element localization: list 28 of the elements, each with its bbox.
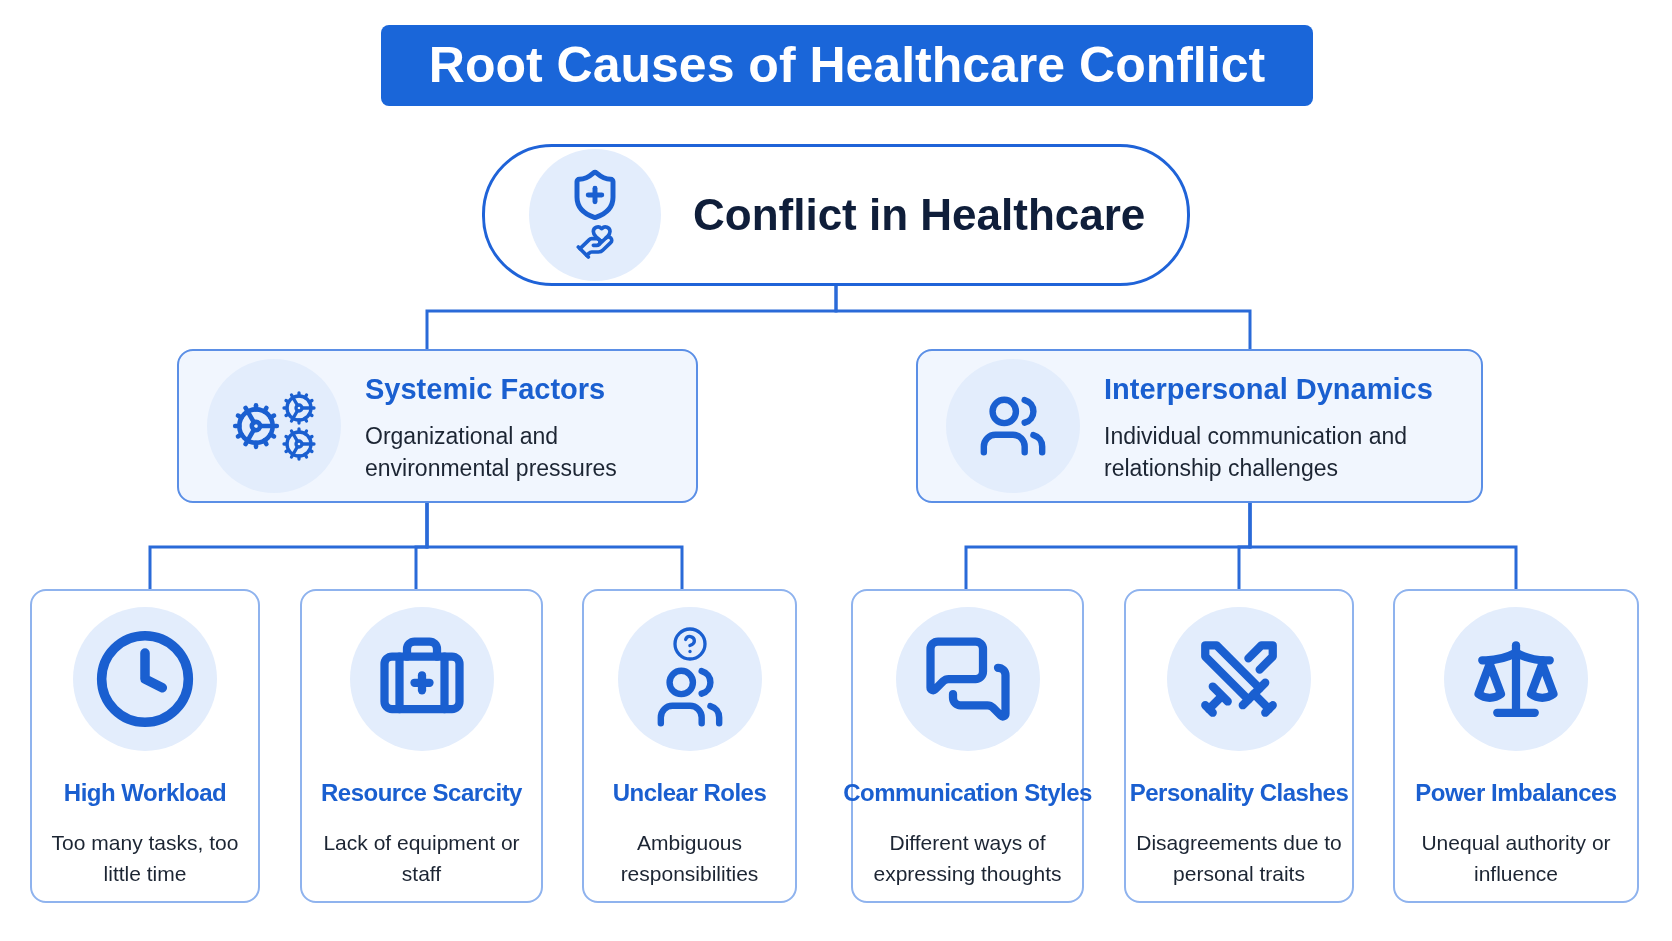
- connector-line: [1248, 503, 1518, 589]
- cause-heading: Power Imbalances: [1415, 778, 1617, 808]
- category-heading: Interpersonal Dynamics: [1104, 372, 1434, 408]
- cause-heading: Resource Scarcity: [321, 778, 522, 808]
- category-heading: Systemic Factors: [365, 372, 607, 408]
- cause-description: Ambiguous responsibilities: [619, 830, 760, 887]
- cause-description: Lack of equipment or staff: [322, 830, 521, 887]
- cause-description: Different ways of expressing thoughts: [872, 830, 1063, 887]
- connector-line: [834, 286, 1252, 349]
- category-box: [916, 349, 1483, 503]
- category-description: Individual communication and relationship challenges: [1104, 421, 1408, 483]
- connector-line: [425, 503, 684, 589]
- cause-description: Disagreements due to personal traits: [1135, 830, 1343, 887]
- category-description: Organizational and environmental pressures: [365, 421, 618, 483]
- cause-card: [300, 589, 543, 903]
- category-box: [177, 349, 698, 503]
- cause-card: [582, 589, 797, 903]
- cause-card: [30, 589, 260, 903]
- cause-card: [1393, 589, 1639, 903]
- title-banner: Root Causes of Healthcare Conflict: [381, 25, 1313, 106]
- cause-card: [1124, 589, 1354, 903]
- cause-heading: Personality Clashes: [1129, 778, 1349, 808]
- cause-heading: High Workload: [63, 778, 227, 808]
- node-title: Conflict in Healthcare: [693, 189, 1146, 241]
- cause-heading: Communication Styles: [843, 778, 1092, 808]
- cause-heading: Unclear Roles: [612, 778, 767, 808]
- cause-description: Unequal authority or influence: [1420, 830, 1612, 887]
- cause-description: Too many tasks, too little time: [50, 830, 240, 887]
